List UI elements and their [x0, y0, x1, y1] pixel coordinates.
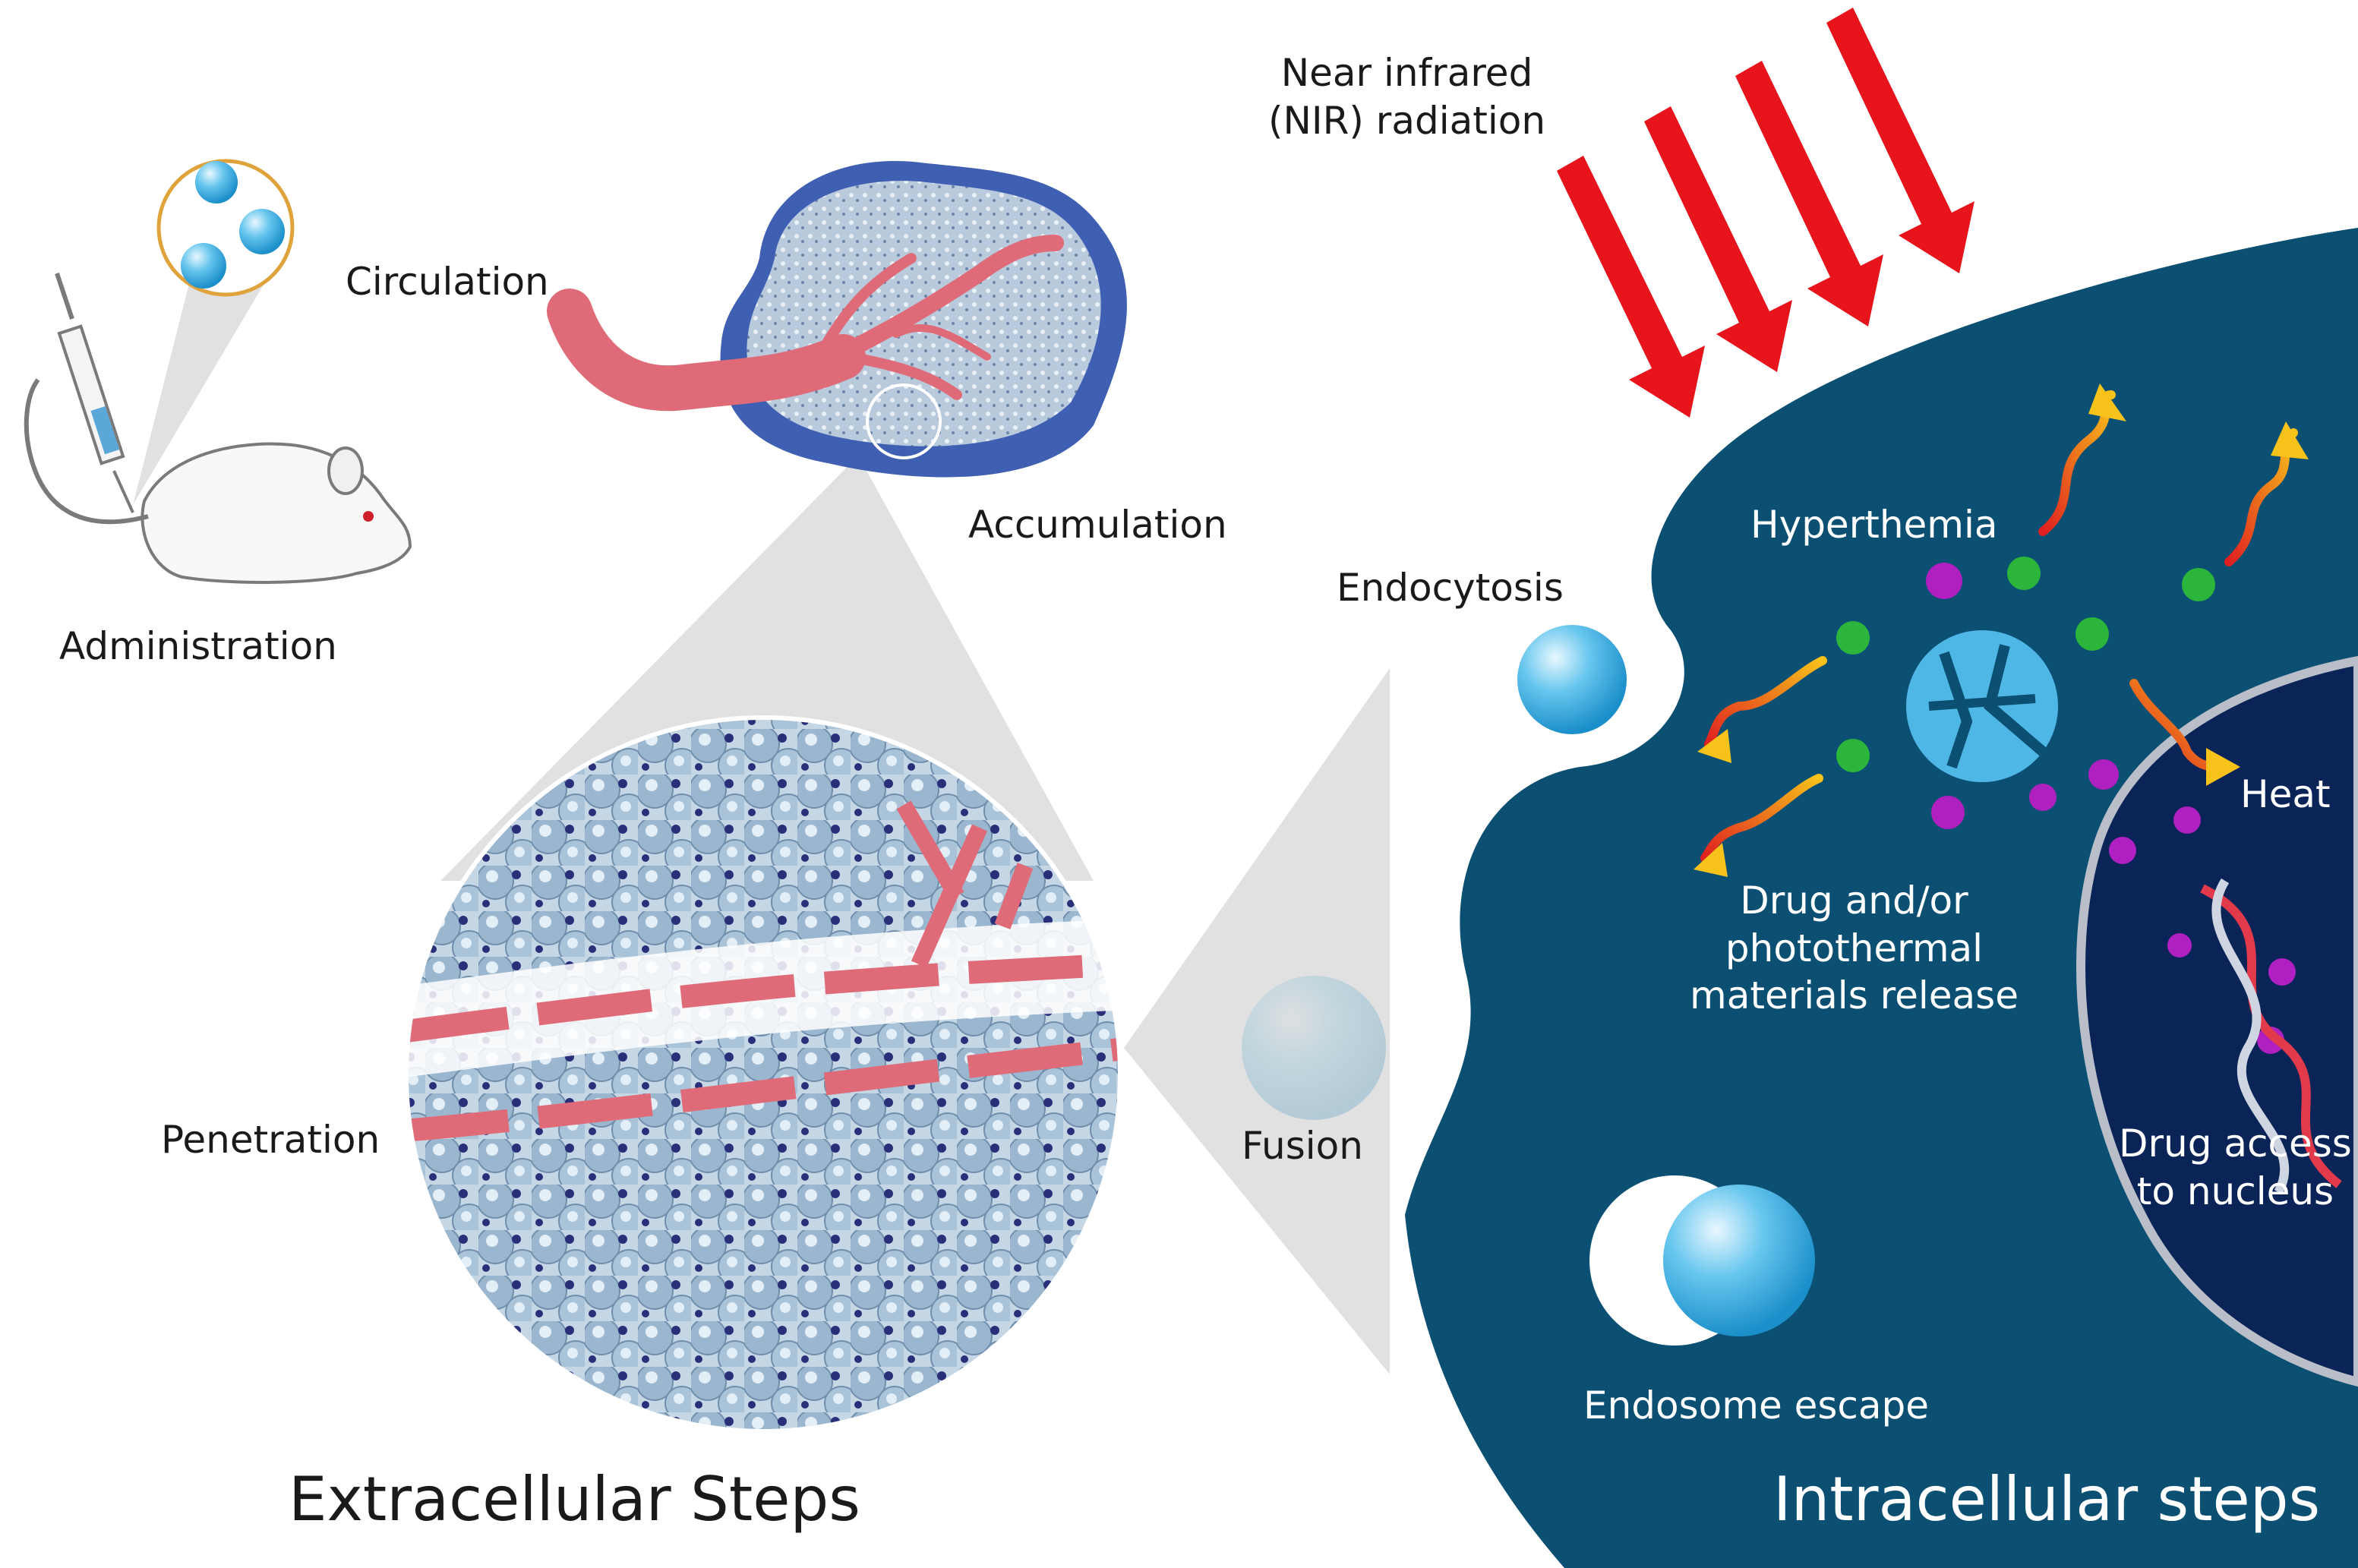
drug-access-line2: to nucleus [2136, 1169, 2334, 1213]
drug-access-line1: Drug access [2119, 1122, 2352, 1166]
dna-icon [2200, 878, 2342, 1194]
tumor-icon [720, 160, 1127, 478]
nir-arrow-icon [1557, 8, 1974, 418]
photothermal-agents [1836, 557, 2215, 772]
administration-label: Administration [59, 624, 337, 668]
drug-release-label: Drug and/or photothermal materials relea… [1690, 877, 2019, 1020]
drug-access-label: Drug access to nucleus [2119, 1120, 2352, 1215]
syringe-icon [55, 273, 134, 513]
nir-label-line1: Near infrared [1280, 51, 1533, 95]
drug-release-line3: materials release [1690, 973, 2019, 1017]
ruptured-nanoparticle [1906, 630, 2058, 782]
tissue-magnification [404, 715, 1122, 1434]
hyperthemia-label: Hyperthemia [1750, 503, 1998, 547]
blood-vessel-icon [547, 235, 1064, 459]
circulation-cone [133, 266, 266, 505]
drug-release-line2: photothermal [1725, 926, 1984, 970]
endosome-escape-label: Endosome escape [1583, 1383, 1930, 1428]
drug-molecules [1926, 563, 2296, 1054]
nucleus [2076, 655, 2358, 1387]
intracellular-steps-title: Intracellular steps [1773, 1464, 2321, 1535]
fusion-label: Fusion [1242, 1124, 1363, 1168]
mouse-icon [24, 378, 412, 584]
circulation-inset [156, 159, 295, 297]
endocytosis-label: Endocytosis [1337, 566, 1564, 610]
heat-arrowheads [1694, 383, 2309, 877]
extracellular-steps-title: Extracellular Steps [289, 1464, 860, 1535]
drug-release-line1: Drug and/or [1740, 879, 1968, 923]
heat-label: Heat [2240, 772, 2331, 816]
nanoparticle-endocytosis [1517, 625, 1627, 734]
penetration-label: Penetration [161, 1118, 380, 1162]
nanoparticle-endosome [1663, 1185, 1815, 1336]
accumulation-label: Accumulation [968, 503, 1227, 547]
nir-label: Near infrared (NIR) radiation [1268, 49, 1545, 144]
zoom-cone-cell [1124, 668, 1390, 1374]
circulation-label: Circulation [346, 260, 549, 304]
nir-label-line2: (NIR) radiation [1268, 98, 1546, 143]
